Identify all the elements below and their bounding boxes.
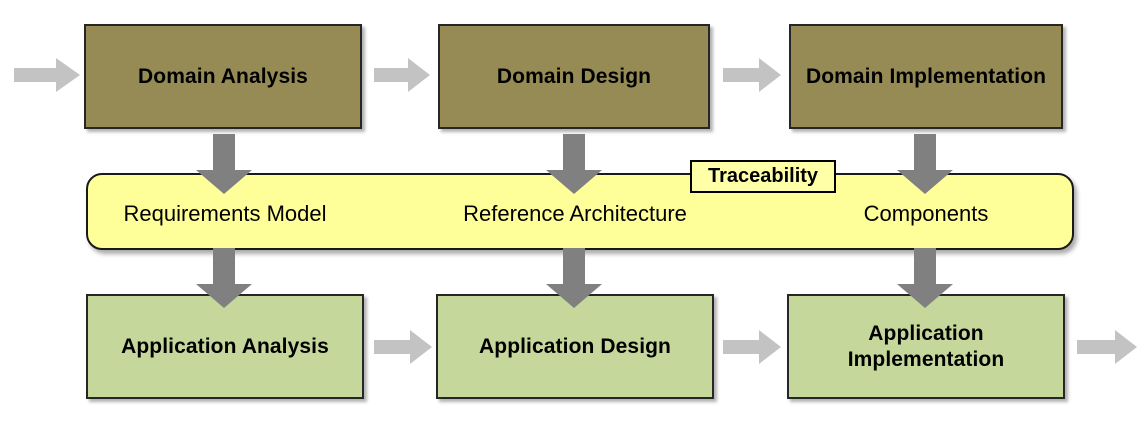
components-to-application-implementation-arrow-icon [897, 248, 953, 308]
application-implementation-box[interactable]: Application Implementation [787, 294, 1065, 399]
domain-analysis-label: Domain Analysis [138, 64, 308, 88]
application-analysis-box[interactable]: Application Analysis [86, 294, 364, 399]
application-design-to-implementation-arrow-icon [723, 330, 781, 364]
reference-architecture-label: Reference Architecture [463, 201, 687, 226]
components-label: Components [863, 201, 989, 226]
domain-analysis-to-design-arrow-icon [374, 58, 430, 92]
domain-analysis-to-requirements-arrow-icon [196, 134, 252, 194]
domain-analysis-box[interactable]: Domain Analysis [84, 24, 362, 129]
domain-design-box[interactable]: Domain Design [438, 24, 710, 129]
application-implementation-label: Application Implementation [847, 321, 1005, 371]
application-design-label: Application Design [479, 334, 671, 358]
domain-implementation-box[interactable]: Domain Implementation [789, 24, 1063, 129]
exit-arrow-application-icon [1077, 330, 1137, 364]
application-analysis-label: Application Analysis [121, 334, 329, 358]
traceability-badge[interactable]: Traceability [690, 160, 836, 193]
application-analysis-to-design-arrow-icon [374, 330, 432, 364]
domain-implementation-label: Domain Implementation [805, 64, 1047, 88]
application-design-box[interactable]: Application Design [436, 294, 714, 399]
domain-design-label: Domain Design [496, 64, 652, 88]
architecture-to-application-design-arrow-icon [546, 248, 602, 308]
domain-design-to-architecture-arrow-icon [546, 134, 602, 194]
domain-design-to-implementation-arrow-icon [723, 58, 781, 92]
traceability-label: Traceability [707, 165, 819, 187]
requirements-model-label: Requirements Model [123, 201, 327, 226]
domain-implementation-to-components-arrow-icon [897, 134, 953, 194]
entry-arrow-domain-icon [14, 58, 80, 92]
requirements-to-application-analysis-arrow-icon [196, 248, 252, 308]
